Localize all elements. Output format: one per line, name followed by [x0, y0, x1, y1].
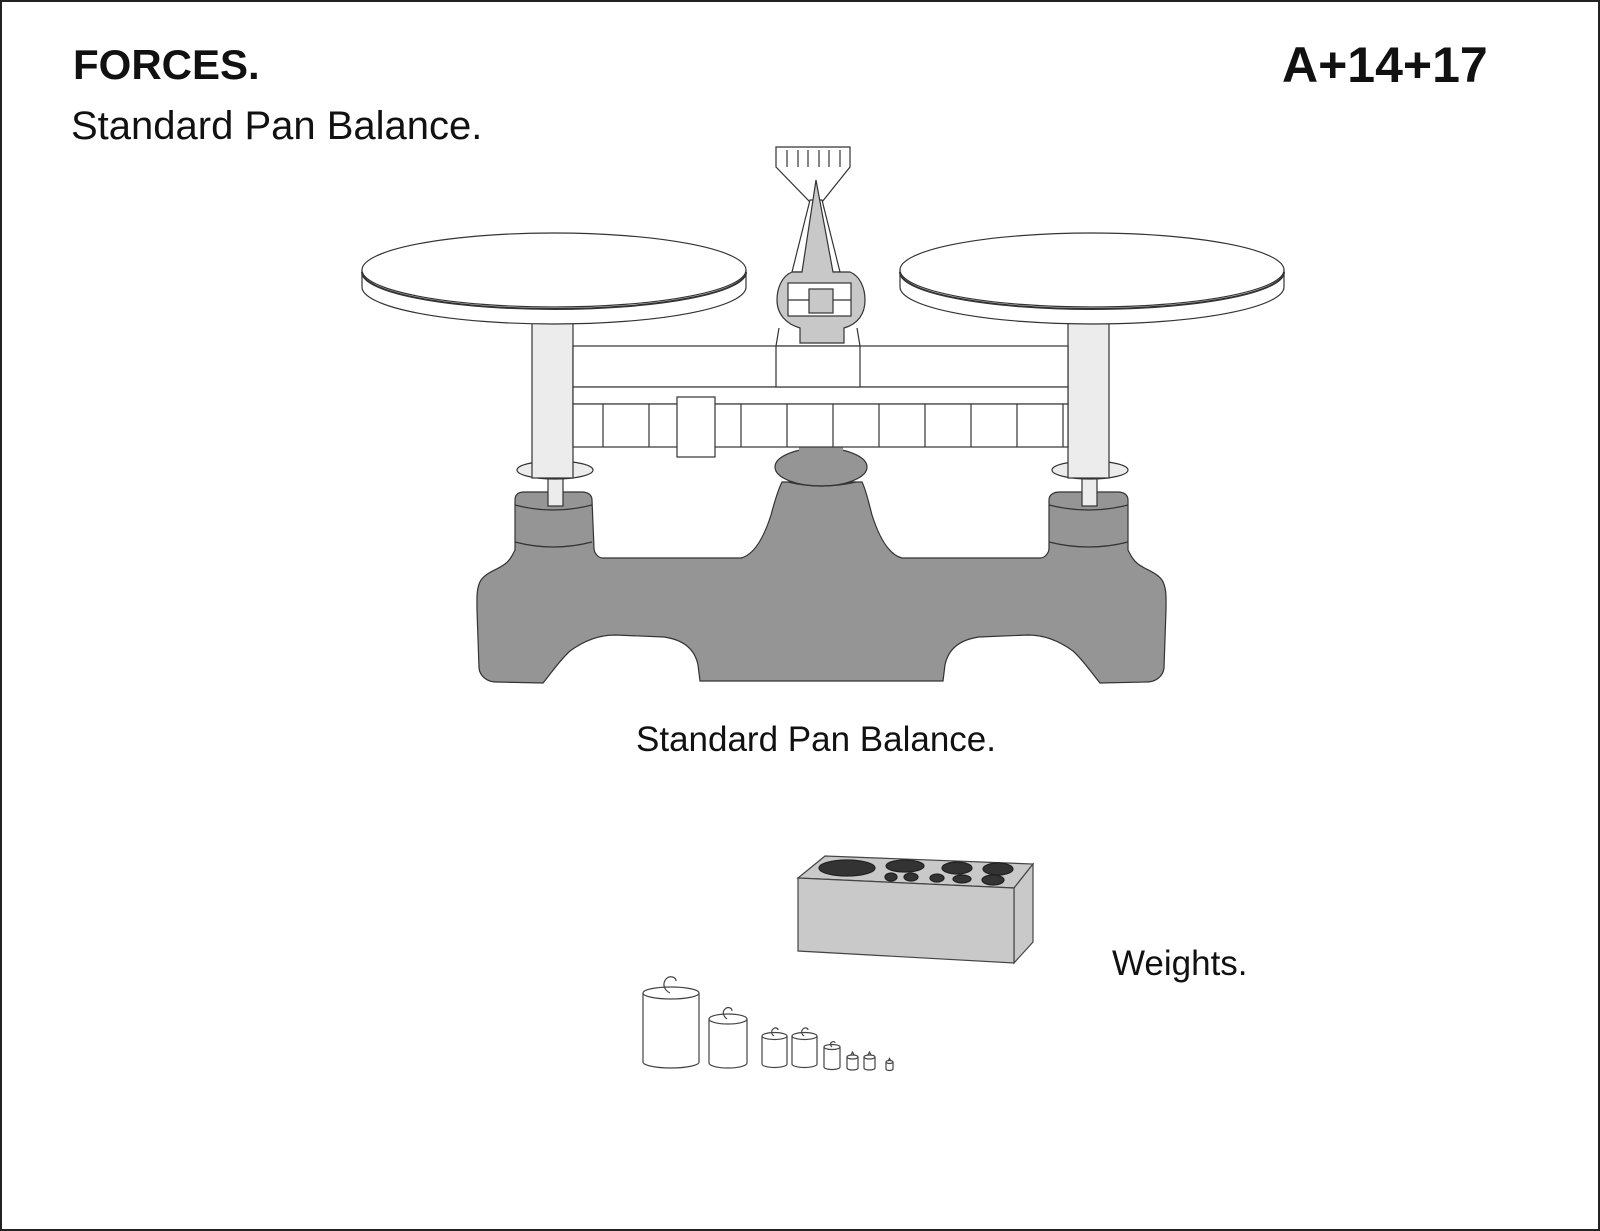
right-post: [1067, 321, 1110, 479]
balance-caption: Standard Pan Balance.: [636, 720, 996, 759]
rider-scale: [572, 403, 1069, 448]
center-pillar: [775, 345, 861, 388]
beam-middle: [572, 386, 1069, 405]
rider: [676, 396, 716, 458]
pillar-slant-left: [775, 327, 780, 347]
mass-1: [642, 976, 700, 1069]
page-subtitle: Standard Pan Balance.: [71, 104, 483, 148]
pointer-head: [776, 179, 866, 344]
pillar-slant-right: [856, 327, 861, 347]
block-holes: [818, 859, 1014, 886]
right-stem: [1081, 475, 1098, 507]
mass-2: [708, 1006, 748, 1069]
pointer-window-marker: [808, 288, 834, 314]
left-stem: [547, 475, 564, 507]
pan-balance-illustration: [361, 146, 1285, 684]
block-front: [797, 877, 1015, 964]
mass-3: [761, 1027, 788, 1069]
mass-4: [791, 1027, 818, 1069]
left-pan: [361, 232, 747, 325]
balance-base: [476, 481, 1167, 684]
right-cylinder-band-bottom: [1048, 541, 1129, 548]
fulcrum-knob-neck: [799, 447, 843, 453]
fulcrum-knob: [774, 447, 868, 487]
left-post: [531, 321, 574, 479]
mass-7: [863, 1050, 876, 1071]
left-cylinder-band-top: [514, 504, 593, 511]
mass-8: [885, 1057, 894, 1072]
worksheet-code: A+14+17: [1282, 37, 1488, 93]
masses: [642, 976, 894, 1072]
mass-5: [823, 1040, 841, 1071]
fulcrum-knob-rim: [787, 481, 857, 487]
right-pan: [899, 232, 1285, 325]
mass-6: [846, 1050, 859, 1071]
weights-caption: Weights.: [1112, 944, 1248, 983]
pointer-scale: [775, 146, 851, 203]
rider-scale-divisions: [602, 404, 1064, 447]
right-cylinder-band-top: [1048, 504, 1129, 511]
left-cylinder-band-bottom: [514, 541, 593, 548]
page-title: FORCES.: [73, 41, 260, 88]
weights-block: [796, 855, 1035, 965]
